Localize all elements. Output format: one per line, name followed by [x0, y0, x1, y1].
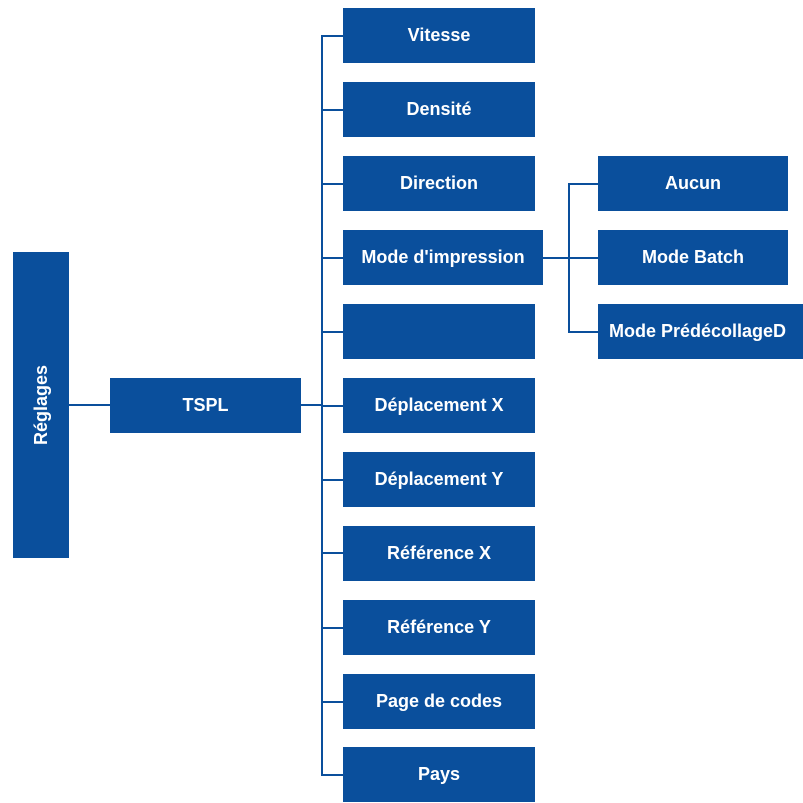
- connector-branch-pays: [321, 774, 343, 776]
- connector-branch-reference-y: [321, 627, 343, 629]
- root-node-reglages: Réglages: [13, 252, 69, 558]
- connector-tspl-trunk: [301, 404, 322, 406]
- connector-root-tspl: [69, 404, 110, 406]
- node-pays: Pays: [343, 747, 535, 802]
- node-direction: Direction: [343, 156, 535, 211]
- node-deplacement-x: Déplacement X: [343, 378, 535, 433]
- node-tspl: TSPL: [110, 378, 301, 433]
- connector-branch-empty: [321, 331, 343, 333]
- connector-branch-densite: [321, 109, 343, 111]
- connector-branch-reference-x: [321, 552, 343, 554]
- node-deplacement-y: Déplacement Y: [343, 452, 535, 507]
- connector-branch-mode-batch: [568, 257, 598, 259]
- connector-branch-page-codes: [321, 701, 343, 703]
- connector-branch-aucun: [568, 183, 598, 185]
- connector-branch-deplacement-y: [321, 479, 343, 481]
- node-aucun: Aucun: [598, 156, 788, 211]
- node-reference-y: Référence Y: [343, 600, 535, 655]
- node-mode-predecollage: Mode PrédécollageD: [598, 304, 803, 359]
- connector-branch-direction: [321, 183, 343, 185]
- node-vitesse: Vitesse: [343, 8, 535, 63]
- root-node-label: Réglages: [30, 364, 51, 446]
- connector-mode-trunk-h: [543, 257, 569, 259]
- node-empty: [343, 304, 535, 359]
- node-mode-impression: Mode d'impression: [343, 230, 543, 285]
- node-densite: Densité: [343, 82, 535, 137]
- connector-branch-vitesse: [321, 35, 343, 37]
- node-reference-x: Référence X: [343, 526, 535, 581]
- connector-branch-deplacement-x: [321, 405, 343, 407]
- connector-branch-mode-impression: [321, 257, 343, 259]
- node-mode-batch: Mode Batch: [598, 230, 788, 285]
- connector-branch-mode-predecollage: [568, 331, 598, 333]
- node-page-de-codes: Page de codes: [343, 674, 535, 729]
